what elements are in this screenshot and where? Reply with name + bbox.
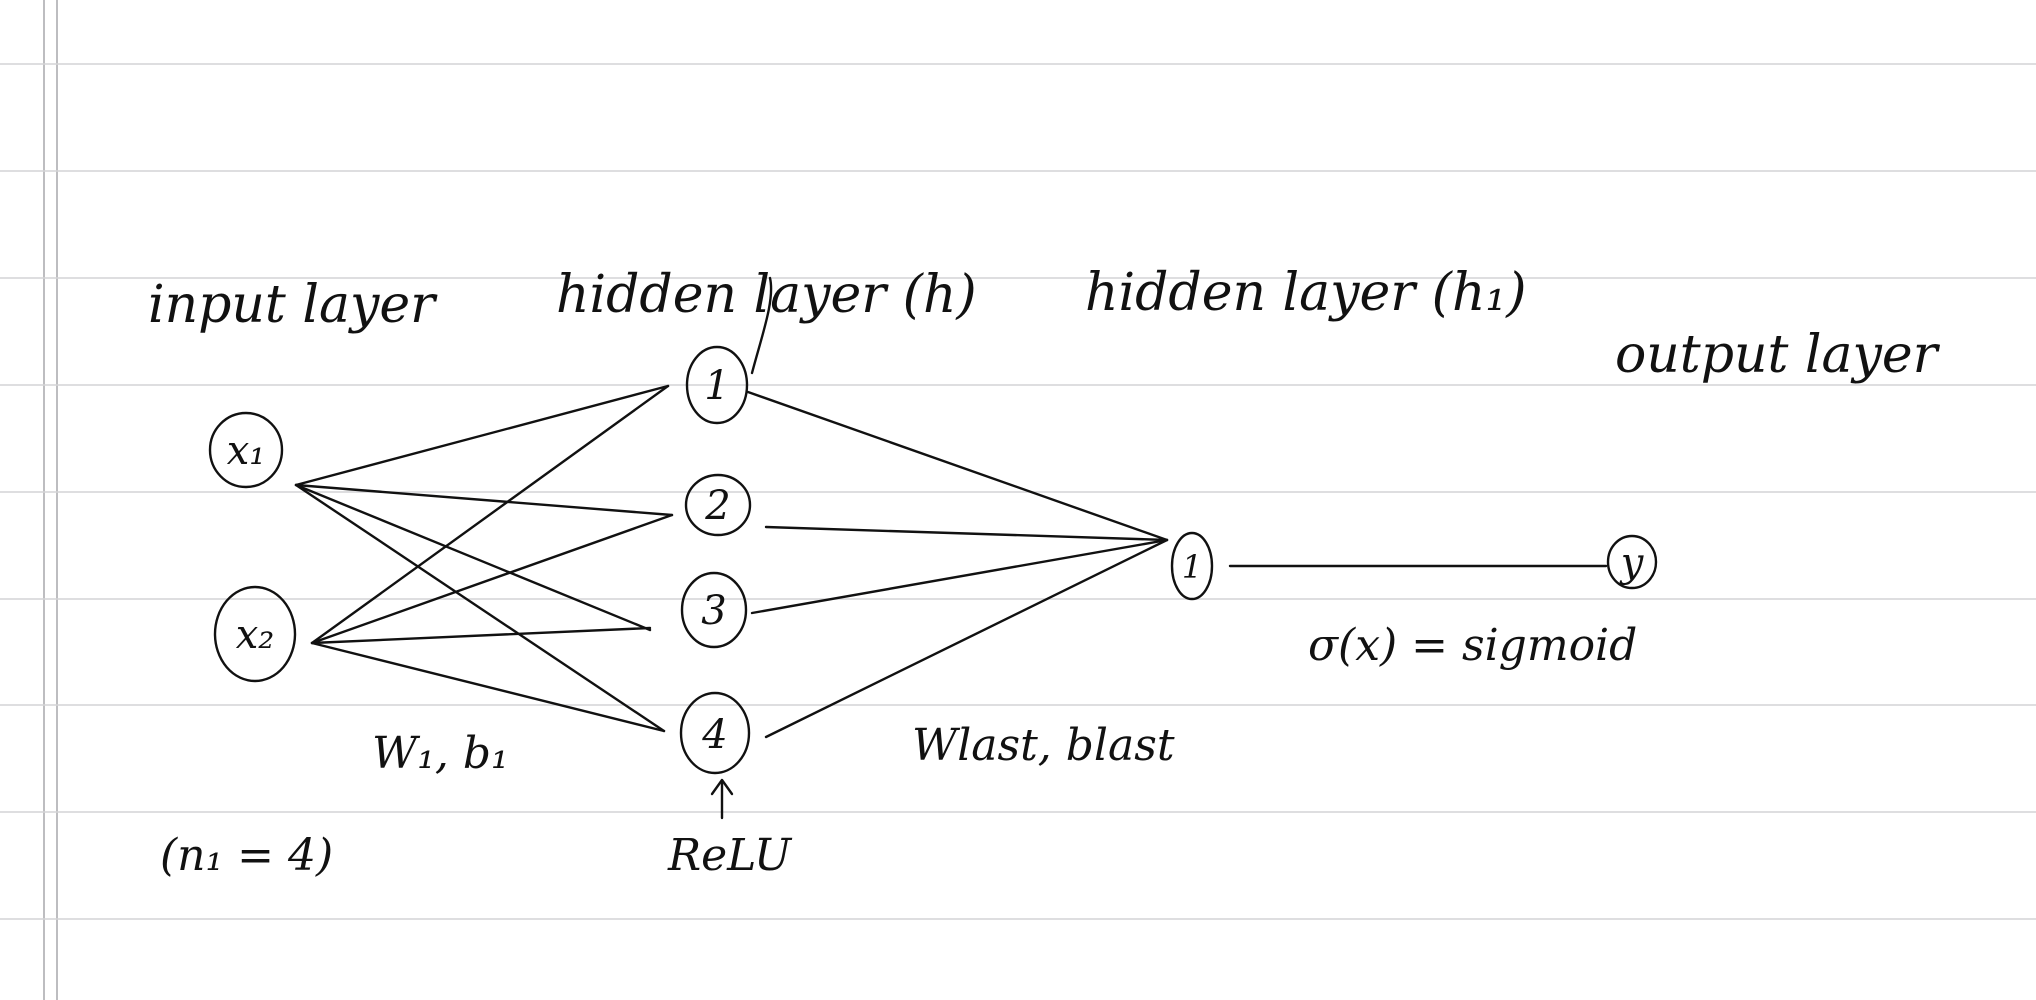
node-tail xyxy=(750,276,773,375)
node-circle xyxy=(680,571,748,649)
output-node-y: y xyxy=(1606,534,1658,590)
node-label: x₂ xyxy=(236,612,275,658)
edge-x1-h3 xyxy=(294,483,652,632)
sigmoid-label: σ(x) = sigmoid xyxy=(1308,620,1637,671)
edge-x2-h2 xyxy=(310,513,674,645)
hidden-node-1: 1 xyxy=(685,276,773,425)
connections-hidden-hidden2 xyxy=(746,390,1169,739)
edge-x2-h4 xyxy=(310,641,666,733)
node-circle xyxy=(679,691,751,775)
edge-x1-h4 xyxy=(294,483,666,733)
weights-first-label: W₁, b₁ xyxy=(372,728,509,779)
input-node-x2: x₂ xyxy=(213,585,297,683)
hidden-layer-h1-label: hidden layer (h₁) xyxy=(1085,263,1527,323)
node-circle xyxy=(213,585,297,683)
node-label: 4 xyxy=(701,712,727,758)
node-label: 2 xyxy=(704,483,730,529)
output-layer-label: output layer xyxy=(1615,325,1941,385)
edge-x2-h3 xyxy=(310,626,652,645)
edge-h2-k1 xyxy=(764,525,1169,542)
node-label: x₁ xyxy=(227,428,266,474)
input-layer-label: input layer xyxy=(148,275,438,335)
hidden-node-3: 3 xyxy=(680,571,748,649)
relu-arrow xyxy=(710,778,734,820)
hidden2-node-1: 1 xyxy=(1170,531,1214,601)
arrow-head xyxy=(710,778,734,796)
relu-label: ReLU xyxy=(667,830,793,881)
node-label: 1 xyxy=(704,363,729,409)
neuron-count-label: (n₁ = 4) xyxy=(160,830,333,881)
node-circle xyxy=(685,345,749,425)
edge-h1-k1 xyxy=(746,390,1169,542)
edge-x2-h1 xyxy=(310,384,670,645)
node-circle xyxy=(208,411,284,489)
edge-h3-k1 xyxy=(750,538,1169,615)
hidden-node-2: 2 xyxy=(684,473,752,537)
weights-last-label: Wlast, blast xyxy=(912,720,1175,771)
edge-x1-h1 xyxy=(294,384,670,487)
input-node-x1: x₁ xyxy=(208,411,284,489)
node-label: 1 xyxy=(1182,548,1202,586)
connections-input-hidden xyxy=(294,384,674,733)
node-circle xyxy=(1170,531,1214,601)
node-circle xyxy=(684,473,752,537)
edge-h4-k1 xyxy=(764,538,1169,739)
edge-x1-h2 xyxy=(294,483,674,517)
hidden-layer-h-label: hidden layer (h) xyxy=(556,265,977,325)
node-circle xyxy=(1606,534,1658,590)
node-label: 3 xyxy=(701,588,726,634)
node-label: y xyxy=(1619,540,1645,586)
hidden-node-4: 4 xyxy=(679,691,751,775)
